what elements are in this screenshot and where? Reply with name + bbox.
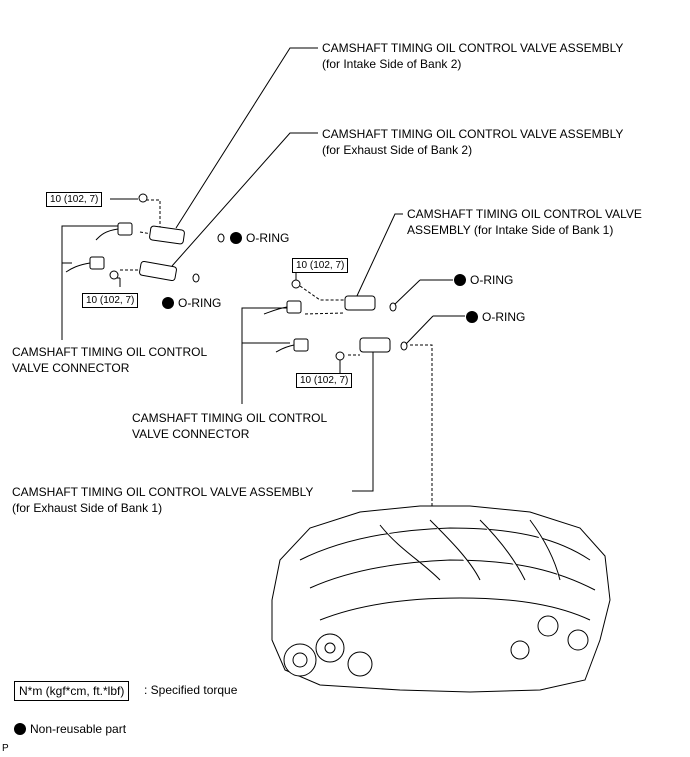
engine-illustration [271,505,611,693]
legend-nonreusable: Non-reusable part [14,721,126,737]
label-line: CAMSHAFT TIMING OIL CONTROL [132,411,328,425]
label-line: ASSEMBLY (for Intake Side of Bank 1) [407,223,614,237]
label-connector-left: CAMSHAFT TIMING OIL CONTROL VALVE CONNEC… [12,344,207,376]
label-valve-intake-bank2: CAMSHAFT TIMING OIL CONTROL VALVE ASSEMB… [322,40,623,72]
label-line: CAMSHAFT TIMING OIL CONTROL VALVE ASSEMB… [12,485,314,499]
torque-box: 10 (102, 7) [82,293,139,308]
label-line: VALVE CONNECTOR [12,361,130,375]
o-ring-label: O-RING [230,230,289,246]
label-line: CAMSHAFT TIMING OIL CONTROL VALVE [407,207,642,221]
non-reusable-dot-icon [230,232,242,244]
label-line: CAMSHAFT TIMING OIL CONTROL VALVE ASSEMB… [322,127,624,141]
label-line: CAMSHAFT TIMING OIL CONTROL VALVE ASSEMB… [322,41,624,55]
label-line: (for Exhaust Side of Bank 1) [12,501,163,515]
legend-torque-text: : Specified torque [144,683,238,697]
non-reusable-dot-icon [454,274,466,286]
label-line: CAMSHAFT TIMING OIL CONTROL [12,345,208,359]
leader-exhaust-bank2 [171,132,318,267]
label-line: VALVE CONNECTOR [132,427,250,441]
leader-exhaust-bank1 [352,350,374,492]
leader-intake-bank2 [175,47,318,229]
torque-box: 10 (102, 7) [46,192,103,207]
leader-connector-left [61,225,120,340]
torque-box: 10 (102, 7) [292,258,349,273]
non-reusable-dot-icon [14,723,26,735]
label-line: (for Exhaust Side of Bank 2) [322,143,473,157]
non-reusable-dot-icon [162,297,174,309]
label-valve-exhaust-bank1: CAMSHAFT TIMING OIL CONTROL VALVE ASSEMB… [12,484,313,516]
corner-mark: P [2,743,9,754]
label-connector-right: CAMSHAFT TIMING OIL CONTROL VALVE CONNEC… [132,410,327,442]
o-ring-label: O-RING [454,272,513,288]
o-ring-label: O-RING [162,295,221,311]
o-ring-label: O-RING [466,309,525,325]
torque-box: 10 (102, 7) [296,373,353,388]
leader-intake-bank1 [355,213,403,299]
leader-connector-right [241,307,292,404]
legend-torque-unit: N*m (kgf*cm, ft.*lbf) [14,681,130,701]
label-line: (for Intake Side of Bank 2) [322,57,462,71]
non-reusable-dot-icon [466,311,478,323]
label-valve-exhaust-bank2: CAMSHAFT TIMING OIL CONTROL VALVE ASSEMB… [322,126,623,158]
label-valve-intake-bank1: CAMSHAFT TIMING OIL CONTROL VALVE ASSEMB… [407,206,642,238]
